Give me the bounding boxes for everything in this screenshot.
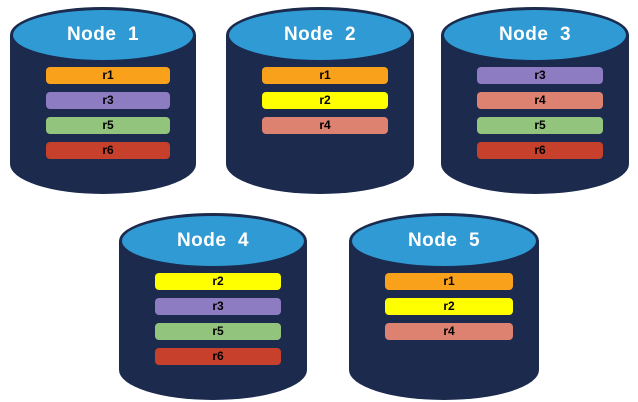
- replica-bar-r6: r6: [477, 142, 603, 159]
- node-5-cylinder-top: Node 5: [349, 213, 539, 269]
- replica-bar-r3: r3: [46, 92, 170, 109]
- node-1-cylinder: Node 1 r1 r3 r5 r6: [10, 7, 196, 194]
- node-2-replica-list: r1 r2 r4: [262, 67, 388, 134]
- node-1-replica-list: r1 r3 r5 r6: [46, 67, 170, 159]
- replica-bar-r3: r3: [477, 67, 603, 84]
- replica-bar-r1: r1: [46, 67, 170, 84]
- node-2-title: Node 2: [283, 24, 357, 45]
- node-5-replica-list: r1 r2 r4: [385, 273, 513, 340]
- replica-bar-r4: r4: [262, 117, 388, 134]
- replica-bar-r1: r1: [385, 273, 513, 290]
- node-4-cylinder-top: Node 4: [119, 213, 307, 269]
- replica-bar-r1: r1: [262, 67, 388, 84]
- node-3-replica-list: r3 r4 r5 r6: [477, 67, 603, 159]
- replica-bar-r6: r6: [46, 142, 170, 159]
- node-1-cylinder-top: Node 1: [10, 7, 196, 63]
- node-3-title: Node 3: [498, 24, 572, 45]
- node-4-replica-list: r2 r3 r5 r6: [155, 273, 281, 365]
- node-4-cylinder: Node 4 r2 r3 r5 r6: [119, 213, 307, 400]
- replica-bar-r5: r5: [477, 117, 603, 134]
- replica-bar-r2: r2: [155, 273, 281, 290]
- replica-bar-r6: r6: [155, 348, 281, 365]
- replica-bar-r4: r4: [477, 92, 603, 109]
- node-4-title: Node 4: [176, 230, 250, 251]
- node-5-cylinder: Node 5 r1 r2 r4: [349, 213, 539, 400]
- replica-bar-r3: r3: [155, 298, 281, 315]
- replica-bar-r2: r2: [262, 92, 388, 109]
- replica-bar-r4: r4: [385, 323, 513, 340]
- replica-bar-r5: r5: [46, 117, 170, 134]
- node-2-cylinder: Node 2 r1 r2 r4: [226, 7, 414, 194]
- node-3-cylinder-top: Node 3: [441, 7, 629, 63]
- node-5-title: Node 5: [407, 230, 481, 251]
- node-2-cylinder-top: Node 2: [226, 7, 414, 63]
- replica-bar-r5: r5: [155, 323, 281, 340]
- replica-bar-r2: r2: [385, 298, 513, 315]
- node-1-title: Node 1: [66, 24, 140, 45]
- node-3-cylinder: Node 3 r3 r4 r5 r6: [441, 7, 629, 194]
